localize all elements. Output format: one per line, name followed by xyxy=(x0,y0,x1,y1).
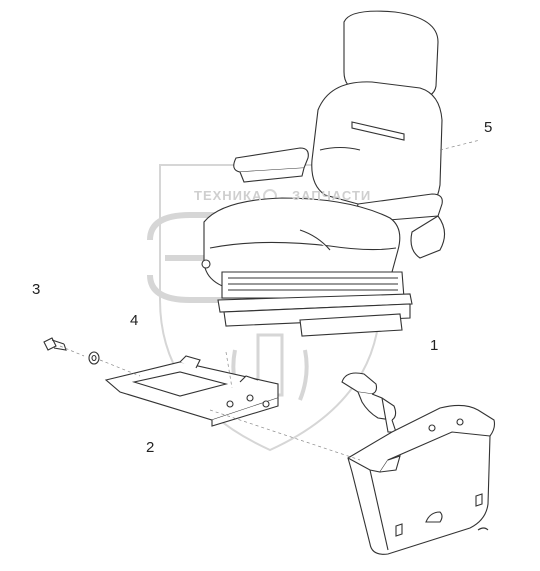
mounting-plate xyxy=(104,355,279,427)
callout-3: 3 xyxy=(32,281,41,298)
callout-4: 4 xyxy=(130,312,139,329)
callout-1: 1 xyxy=(430,337,439,354)
bolt-and-washer xyxy=(43,337,100,365)
watermark-text-right: ЗАПЧАСТИ xyxy=(292,188,372,203)
callout-5: 5 xyxy=(484,119,493,136)
watermark-text-left: ТЕХНИКА xyxy=(194,188,263,203)
seat-assembly xyxy=(201,10,446,337)
control-console xyxy=(341,372,496,555)
callout-2: 2 xyxy=(146,439,155,456)
leader-lines xyxy=(59,139,481,461)
